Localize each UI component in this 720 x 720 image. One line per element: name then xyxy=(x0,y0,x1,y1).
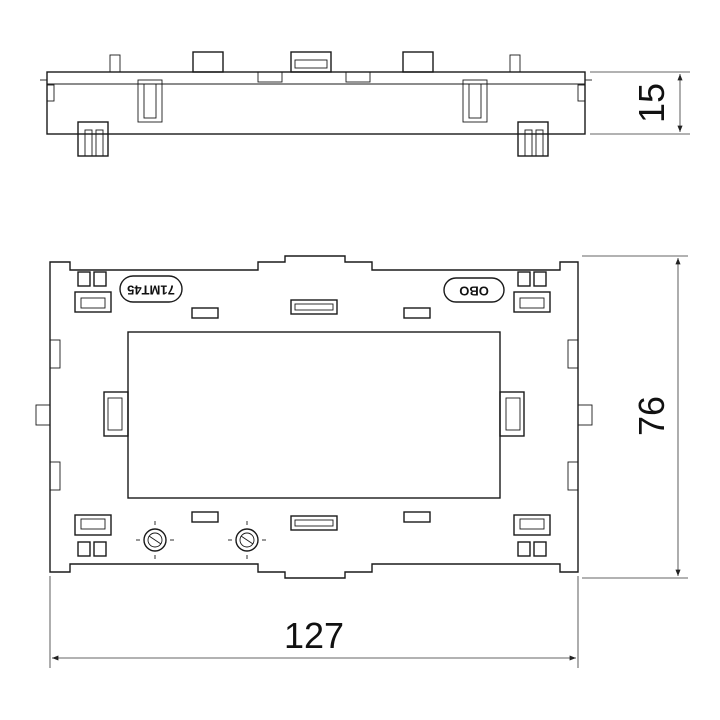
side-view xyxy=(40,51,592,157)
date-wheel-right xyxy=(228,521,266,559)
width-label: 127 xyxy=(284,615,344,656)
part-number-label: 71MT45 xyxy=(127,283,175,298)
front-view: 71MT45 OBO xyxy=(35,255,593,579)
height-dimension: 76 xyxy=(582,255,688,579)
date-wheel-left xyxy=(136,521,174,559)
depth-label: 15 xyxy=(631,83,672,123)
part-number-plate xyxy=(119,275,183,303)
brand-label: OBO xyxy=(459,284,489,299)
brand-plate xyxy=(443,277,505,303)
width-dimension: 127 xyxy=(49,576,579,668)
height-label: 76 xyxy=(631,396,672,436)
depth-dimension: 15 xyxy=(590,71,690,135)
